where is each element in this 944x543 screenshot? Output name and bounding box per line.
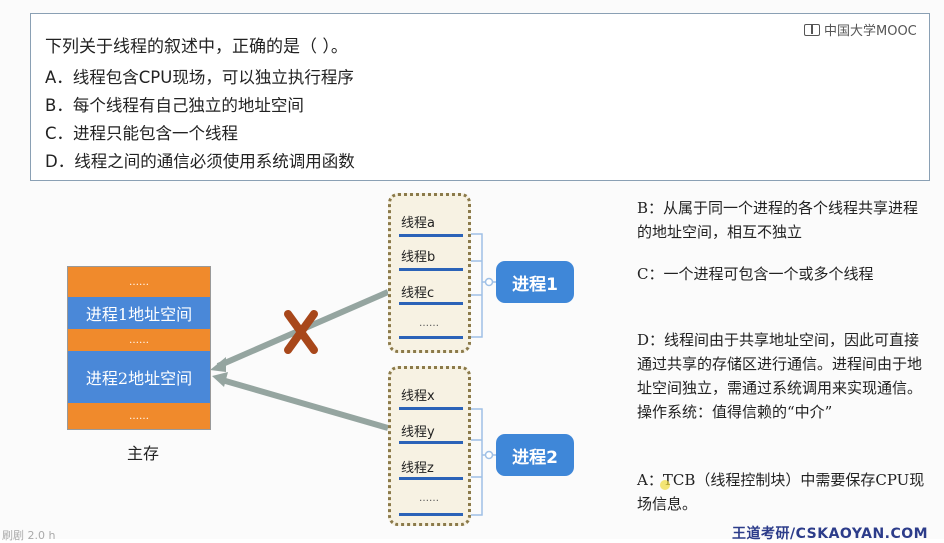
option-a: A．线程包含CPU现场，可以独立执行程序 (45, 68, 354, 87)
thread-c-line (399, 302, 463, 305)
thread-z-line (399, 477, 463, 480)
memory-free-3: …… (68, 403, 210, 429)
thread-y: 线程y (401, 425, 435, 440)
note-a: A：TCB（线程控制块）中需要保存CPU现场信息。 (637, 471, 925, 513)
book-icon (804, 23, 820, 36)
mooc-logo-text: 中国大学MOOC (824, 24, 917, 39)
main-memory: …… 进程1地址空间 …… 进程2地址空间 …… (67, 266, 211, 430)
option-d: D．线程之间的通信必须使用系统调用函数 (45, 152, 355, 171)
thread-a: 线程a (401, 216, 435, 231)
footer-brand: 王道考研/CSKAOYAN.COM (732, 526, 929, 542)
question-title: 下列关于线程的叙述中，正确的是（ ）。 (45, 37, 348, 57)
note-c: C：一个进程可包含一个或多个线程 (637, 265, 874, 283)
process1-more: …… (419, 318, 439, 329)
cross-icon (284, 310, 318, 354)
memory-free-1: …… (68, 267, 210, 297)
thread-c: 线程c (401, 286, 435, 301)
process1-tag: 进程1 (496, 261, 574, 303)
question-box: 下列关于线程的叙述中，正确的是（ ）。 A．线程包含CPU现场，可以独立执行程序… (30, 13, 930, 181)
pointer-highlight (660, 480, 670, 490)
footer-left-text: 刷剧 2.0 h (2, 529, 56, 542)
mooc-logo: 中国大学MOOC (804, 20, 917, 39)
note-b: B：从属于同一个进程的各个线程共享进程的地址空间，相互不独立 (637, 199, 919, 241)
option-c: C．进程只能包含一个线程 (45, 124, 239, 143)
thread-b: 线程b (401, 250, 436, 265)
process2-tag: 进程2 (496, 434, 574, 476)
thread-z: 线程z (401, 461, 434, 476)
arrow-process1-head (210, 357, 226, 372)
arrow-process2 (221, 377, 389, 431)
process2-box: 线程x 线程y 线程z …… (388, 366, 471, 526)
memory-process1-space: 进程1地址空间 (68, 297, 210, 329)
thread-more-line-2 (399, 513, 463, 516)
arrow-process2-head (212, 372, 228, 387)
thread-y-line (399, 441, 463, 444)
thread-more-line-1 (399, 336, 463, 339)
note-d: D：线程间由于共享地址空间，因此可直接通过共享的存储区进行通信。进程间由于地址空… (637, 331, 923, 421)
memory-process2-space: 进程2地址空间 (68, 351, 210, 403)
process2-more: …… (419, 493, 439, 504)
thread-x: 线程x (401, 389, 435, 404)
thread-a-line (399, 234, 463, 237)
memory-free-2: …… (68, 329, 210, 351)
option-b: B．每个线程有自己独立的地址空间 (45, 96, 304, 115)
process1-box: 线程a 线程b 线程c …… (388, 193, 471, 353)
thread-b-line (399, 268, 463, 271)
thread-x-line (399, 407, 463, 410)
memory-label: 主存 (127, 444, 160, 463)
